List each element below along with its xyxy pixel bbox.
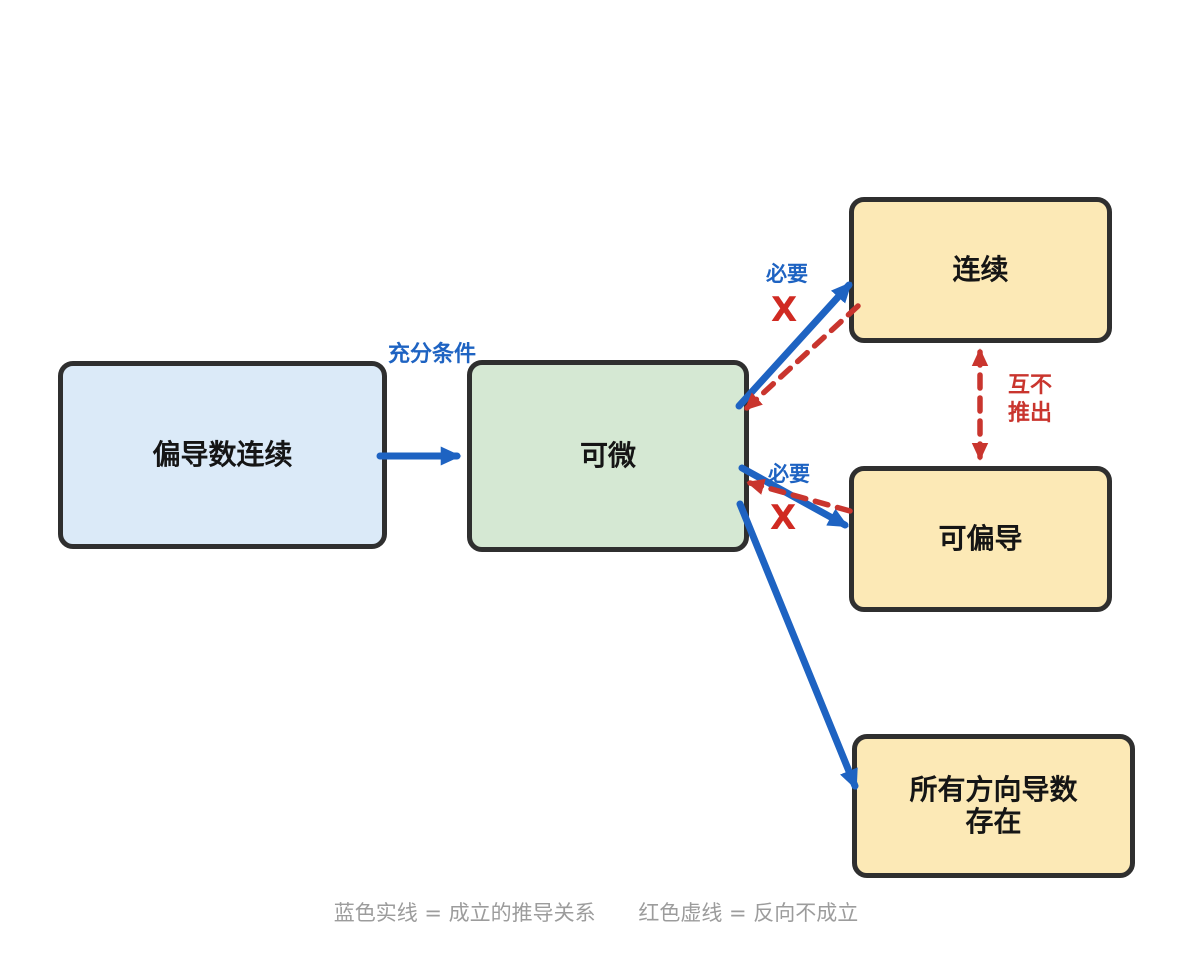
node-continuous: 连续: [849, 197, 1112, 343]
edge-continuous-to-differentiable-negated: [744, 303, 861, 411]
label-necessary-top: 必要: [766, 262, 808, 286]
node-partial-derivatives-continuous-label: 偏导数连续: [152, 437, 293, 471]
label-mutually-not-implying: 互不 推出: [1008, 373, 1053, 426]
node-partial-derivable-label: 可偏导: [938, 521, 1023, 555]
legend-red-dashed: 红色虚线 = 反向不成立: [638, 901, 859, 925]
label-x-mark-bottom: X: [770, 498, 797, 538]
label-sufficient-condition: 充分条件: [388, 342, 477, 367]
node-differentiable: 可微: [467, 360, 749, 552]
node-continuous-label: 连续: [952, 252, 1009, 286]
node-partial-derivable: 可偏导: [849, 466, 1112, 612]
legend: 蓝色实线 = 成立的推导关系 红色虚线 = 反向不成立: [0, 897, 1192, 927]
node-differentiable-label: 可微: [579, 438, 636, 472]
node-all-directional-derivatives-exist-label: 所有方向导数 存在: [909, 772, 1078, 838]
edge-differentiable-to-directional: [736, 500, 859, 791]
node-all-directional-derivatives-exist: 所有方向导数 存在: [852, 734, 1135, 878]
legend-blue-solid: 蓝色实线 = 成立的推导关系: [333, 901, 596, 925]
label-necessary-bottom: 必要: [768, 462, 810, 486]
node-partial-derivatives-continuous: 偏导数连续: [58, 361, 387, 549]
label-x-mark-top: X: [771, 290, 798, 330]
